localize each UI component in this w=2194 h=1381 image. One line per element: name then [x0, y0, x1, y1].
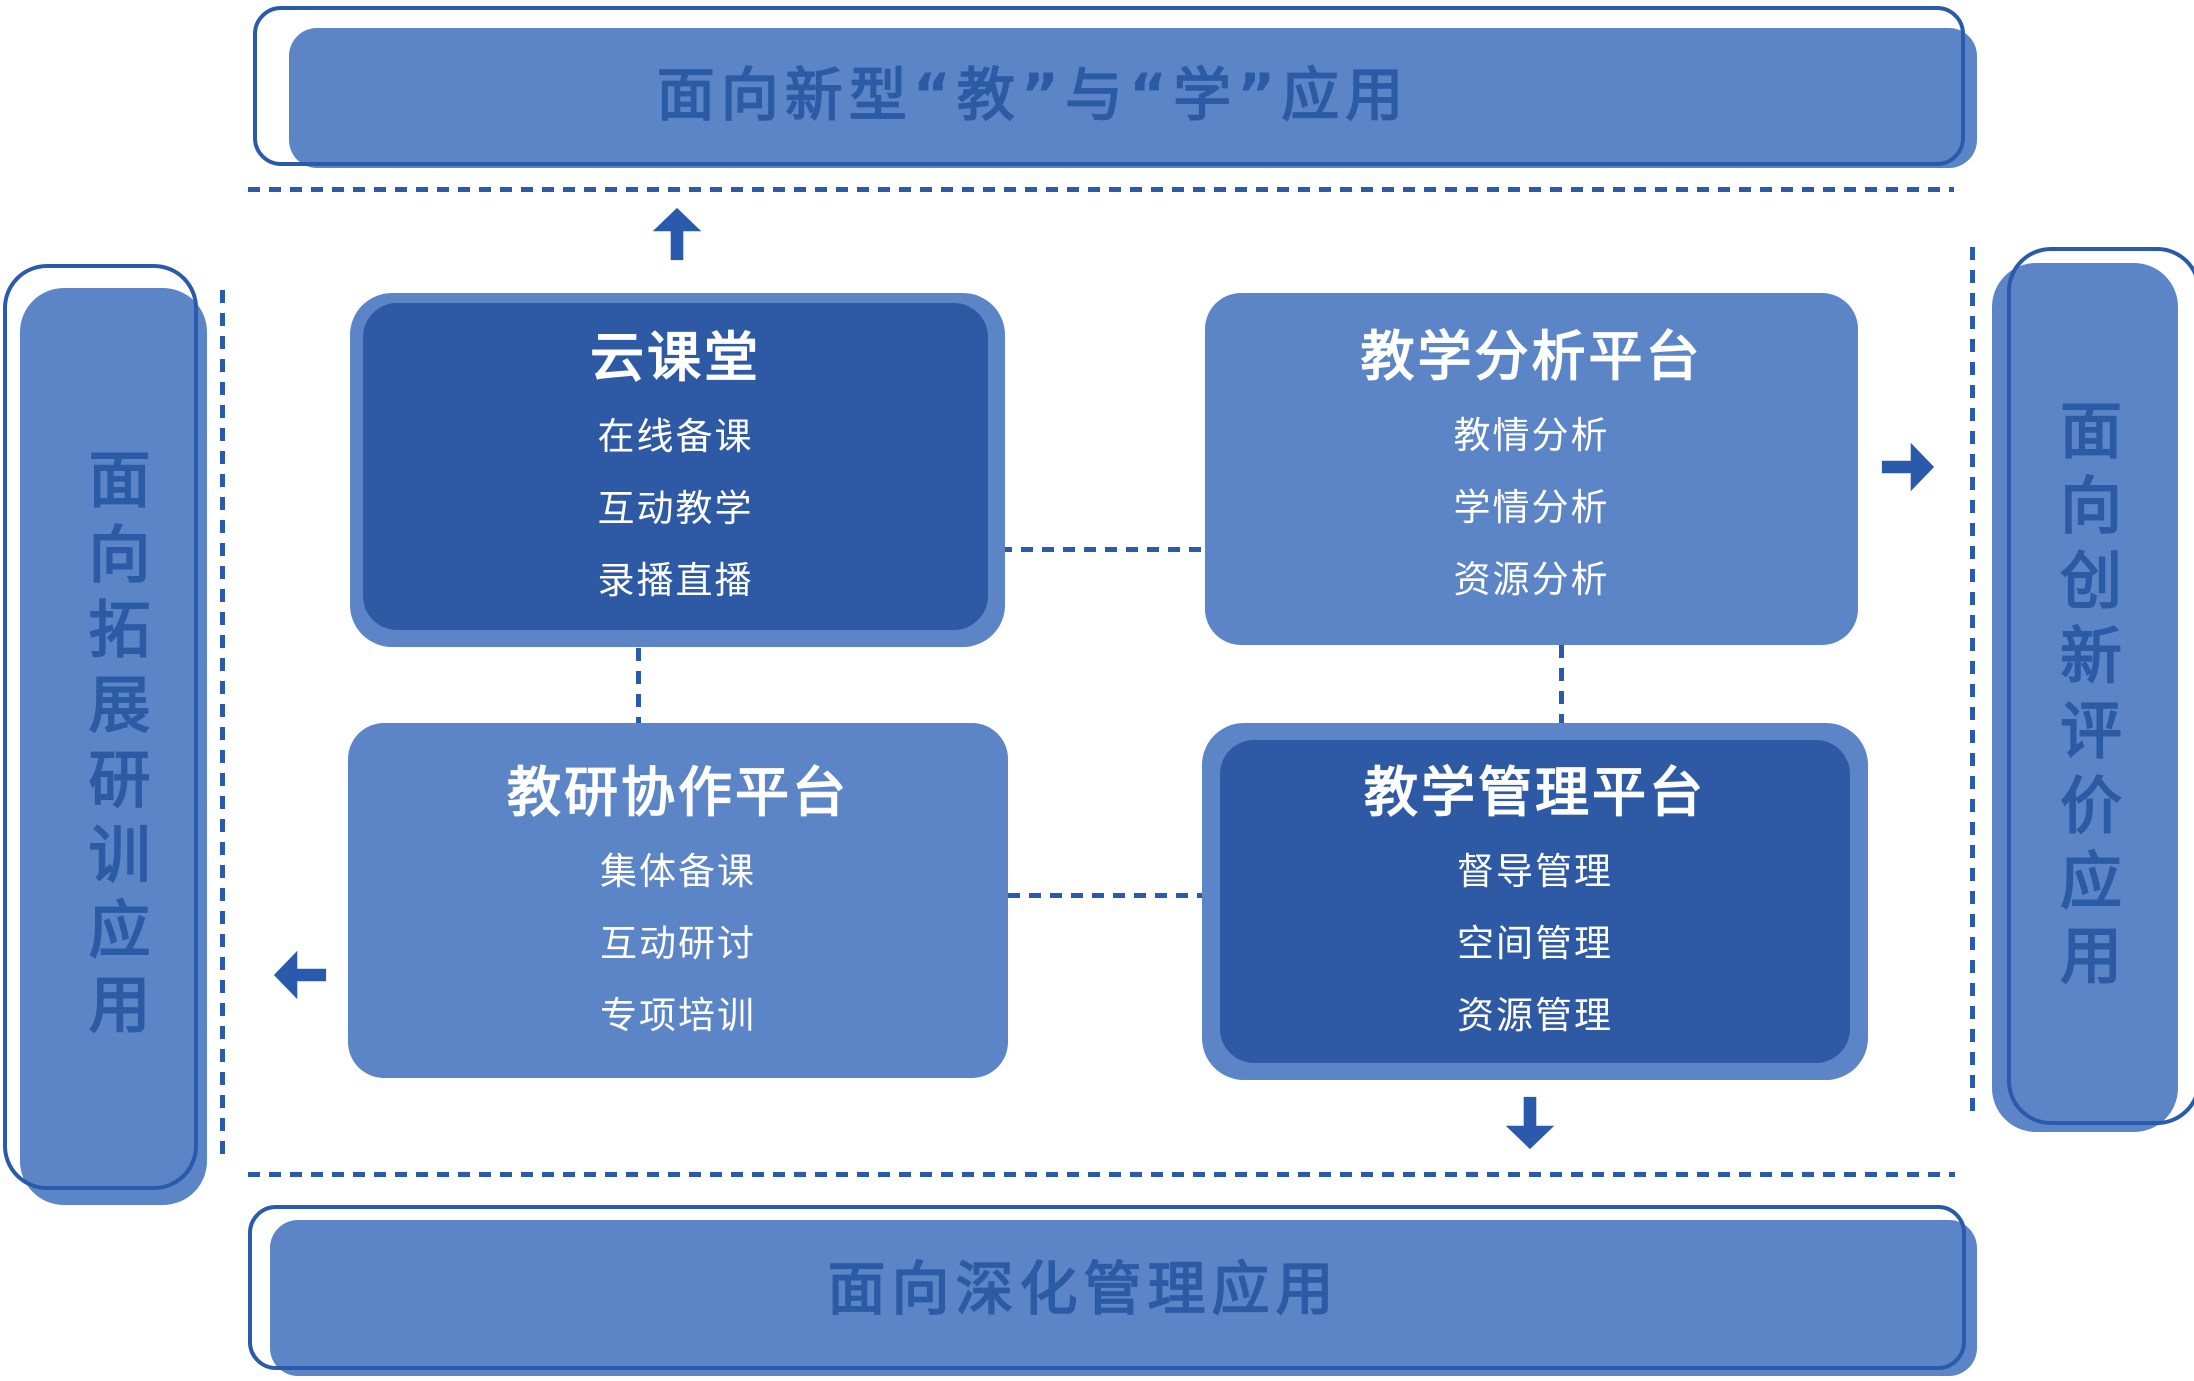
left-banner	[20, 288, 207, 1205]
box-item: 资源分析	[1453, 558, 1610, 601]
top-banner	[289, 28, 1977, 168]
dashed-boundary-top	[248, 187, 1954, 192]
dashed-boundary-bottom	[248, 1172, 1955, 1177]
box-cloud-classroom-inner: 云课堂 在线备课 互动教学 录播直播	[363, 303, 988, 630]
box-title: 教学分析平台	[1360, 325, 1703, 388]
top-banner-outline	[253, 6, 1965, 166]
box-teaching-analysis: 教学分析平台 教情分析 学情分析 资源分析	[1205, 293, 1858, 645]
box-item: 资源管理	[1457, 994, 1613, 1037]
left-arrow-icon	[271, 946, 329, 1004]
right-banner	[1992, 263, 2178, 1132]
box-research-collaboration: 教研协作平台 集体备课 互动研讨 专项培训	[348, 723, 1008, 1078]
box-item: 集体备课	[600, 850, 756, 893]
box-item: 专项培训	[600, 994, 756, 1037]
box-title: 教研协作平台	[507, 761, 849, 824]
right-arrow-icon	[1879, 438, 1937, 496]
box-title: 云课堂	[590, 326, 761, 389]
box-cloud-classroom: 云课堂 在线备课 互动教学 录播直播	[350, 293, 1005, 647]
box-item: 互动教学	[597, 487, 754, 530]
box-item: 空间管理	[1457, 922, 1613, 965]
right-banner-outline	[2007, 247, 2194, 1125]
right-banner-label: 面向创新评价应用	[2049, 397, 2122, 998]
bottom-banner-outline	[248, 1205, 1966, 1370]
box-item: 在线备课	[597, 415, 754, 458]
box-item: 教情分析	[1453, 414, 1610, 457]
box-item: 互动研讨	[600, 922, 756, 965]
box-item: 督导管理	[1457, 850, 1613, 893]
bottom-banner	[270, 1220, 1977, 1376]
bottom-banner-label: 面向深化管理应用	[827, 1255, 1340, 1323]
connector-analysis-to-management	[1559, 645, 1564, 723]
dashed-boundary-right	[1970, 247, 1975, 1120]
box-item: 学情分析	[1453, 486, 1610, 529]
up-arrow-icon	[648, 205, 706, 263]
down-arrow-icon	[1501, 1094, 1559, 1152]
left-banner-outline	[3, 264, 198, 1190]
connector-research-to-management	[1008, 893, 1202, 898]
connector-cloud-to-research	[636, 648, 641, 723]
box-title: 教学管理平台	[1364, 761, 1706, 824]
connector-cloud-to-analysis	[1000, 547, 1204, 552]
box-teaching-management: 教学管理平台 督导管理 空间管理 资源管理	[1202, 723, 1868, 1080]
box-teaching-management-inner: 教学管理平台 督导管理 空间管理 资源管理	[1220, 740, 1850, 1063]
dashed-boundary-left	[220, 290, 225, 1158]
box-item: 录播直播	[597, 559, 754, 602]
left-banner-label: 面向拓展研训应用	[77, 446, 151, 1047]
top-banner-label: 面向新型“教”与“学”应用	[656, 61, 1410, 129]
